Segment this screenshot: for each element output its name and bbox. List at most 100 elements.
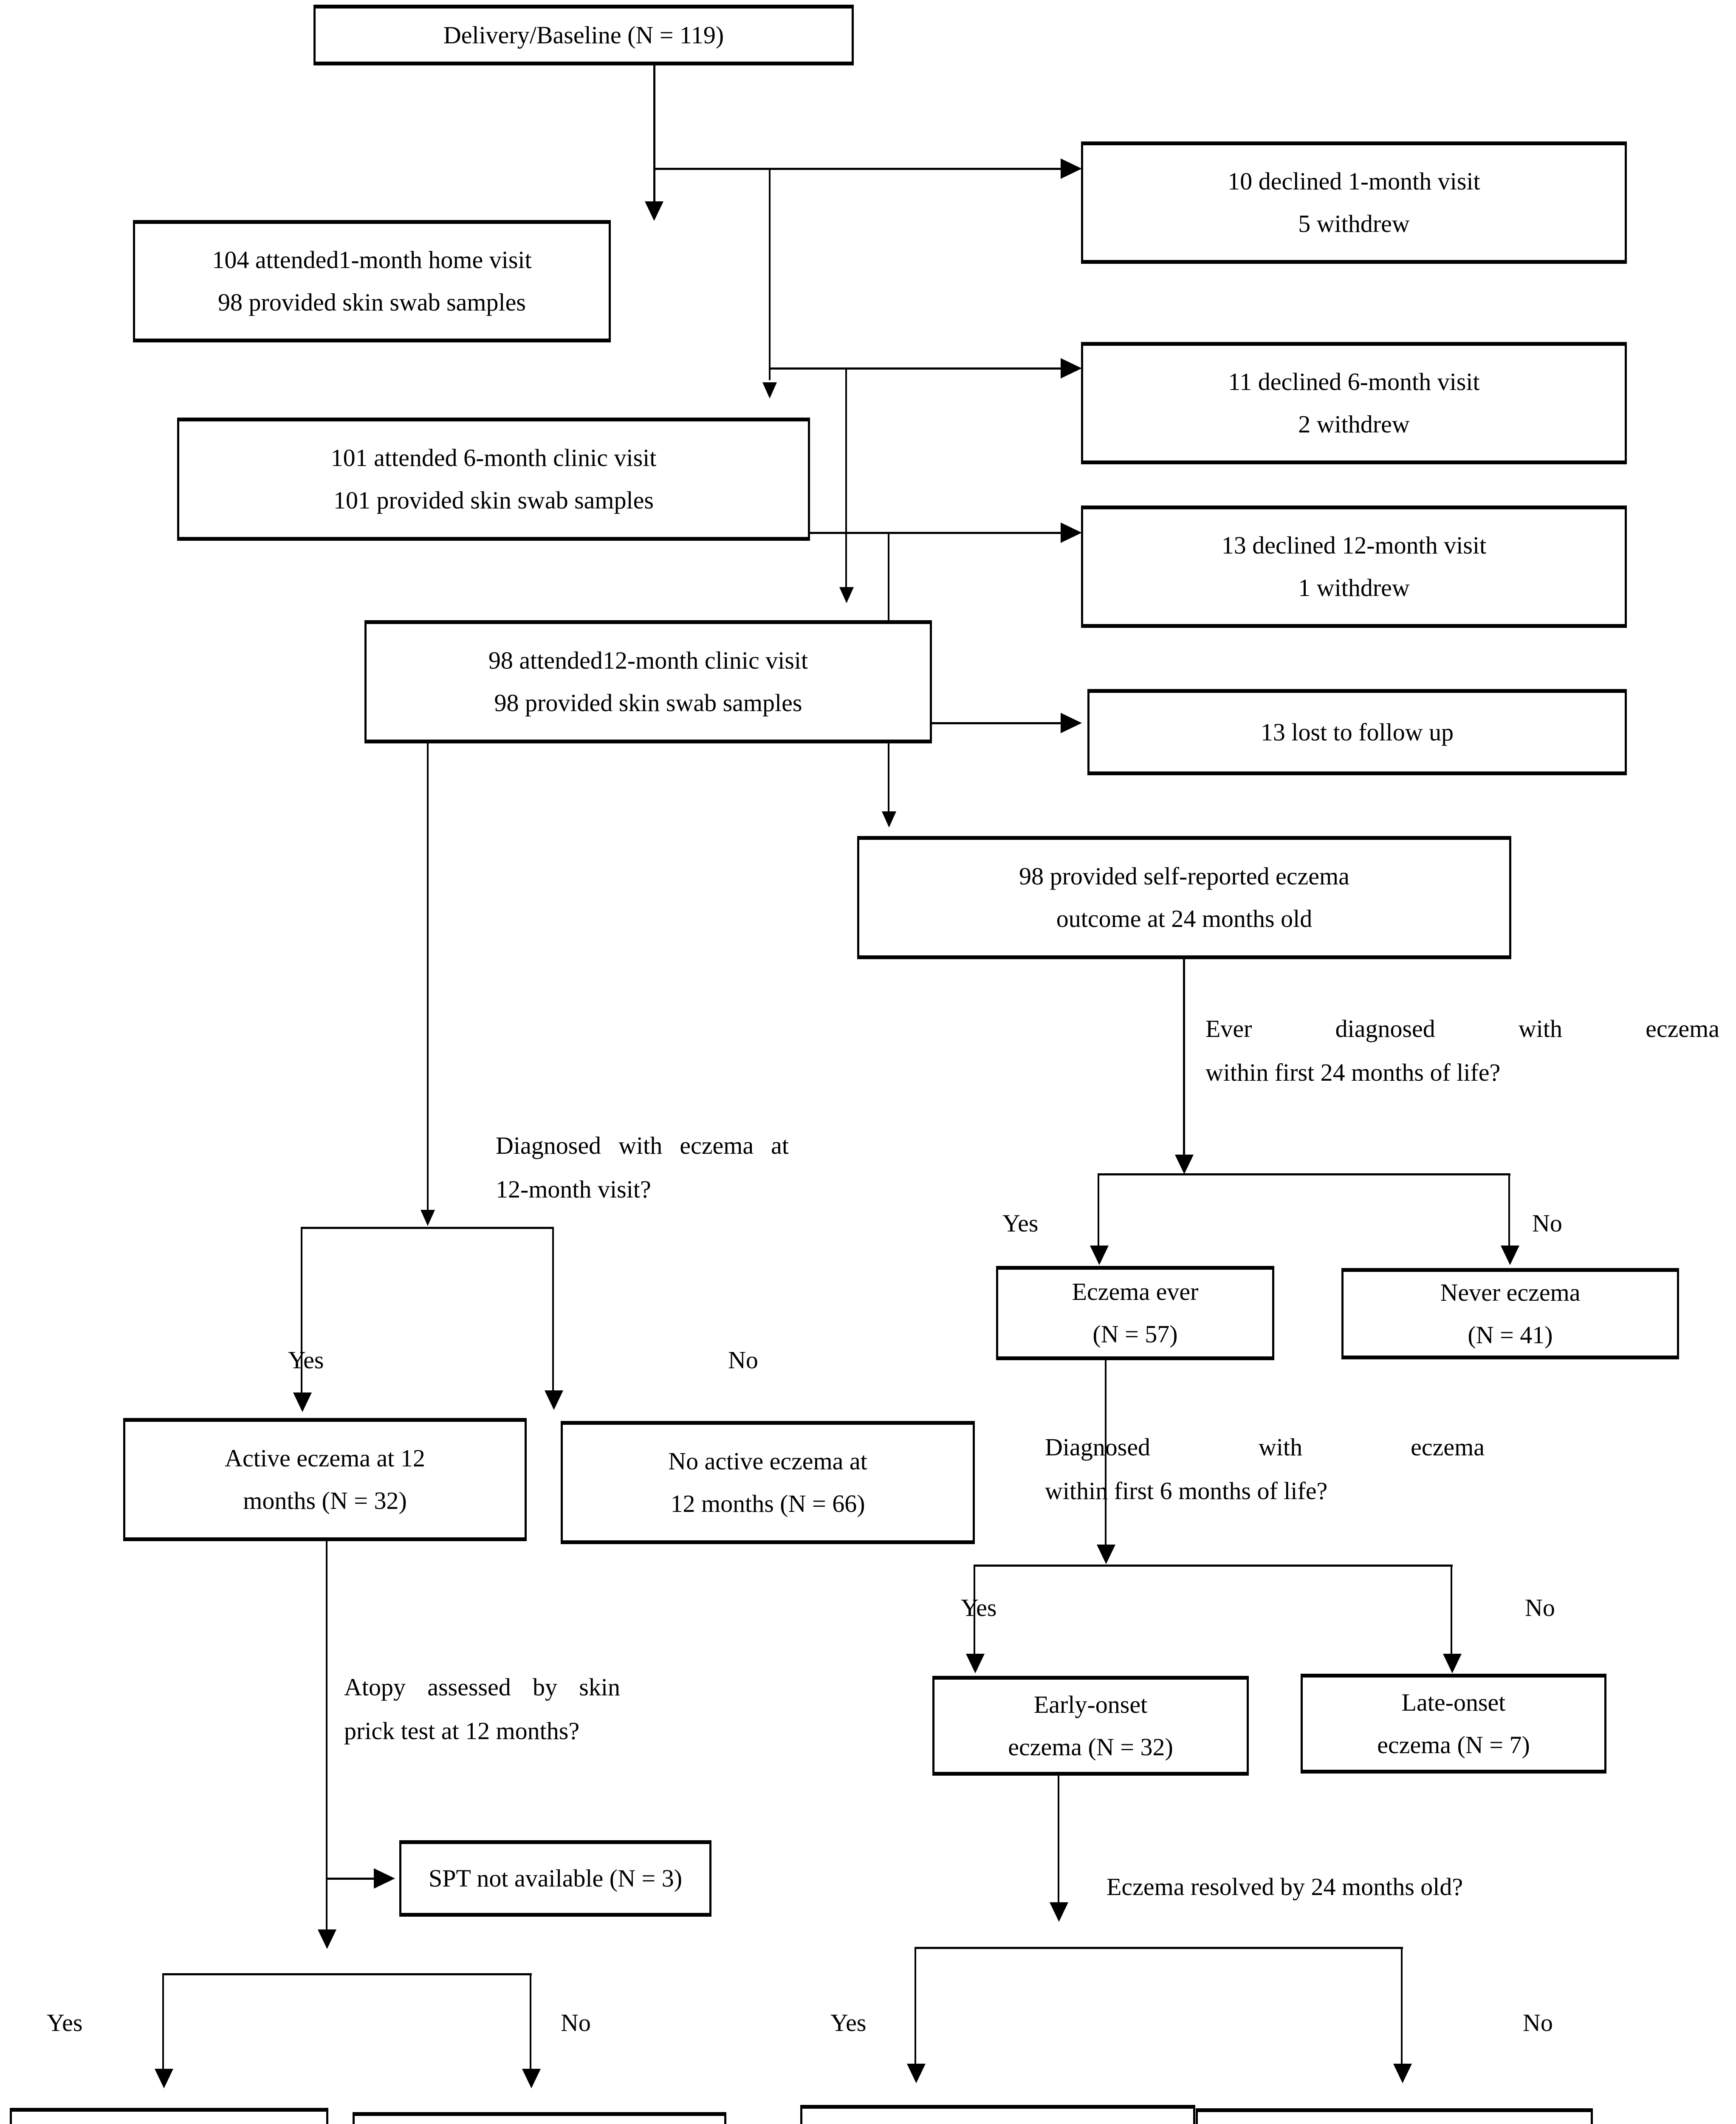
box-attended-12-month-line-1: 98 attended12-month clinic visit bbox=[488, 647, 808, 675]
arrow-active-to-atopy-fork bbox=[318, 1929, 336, 1949]
box-delivery-baseline: Delivery/Baseline (N = 119) bbox=[313, 5, 854, 65]
arrow-within6-yes bbox=[966, 1654, 985, 1673]
box-active-eczema-12-months: Active eczema at 12 months (N = 32) bbox=[123, 1418, 527, 1541]
question-eczema-resolved-24-months: Eczema resolved by 24 months old? bbox=[1107, 1865, 1659, 1909]
box-early-onset-eczema-line-1: Early-onset bbox=[1033, 1690, 1148, 1718]
question-diagnosed-within-6-months-line-2: within first 6 months of life? bbox=[1045, 1477, 1328, 1505]
connector-within6-yes-stem bbox=[974, 1565, 975, 1656]
box-self-reported-24-month: 98 provided self-reported eczema outcome… bbox=[857, 836, 1511, 959]
arrow-to-lost-follow-up bbox=[1061, 713, 1082, 733]
connector-active-eczema-down bbox=[326, 1541, 327, 1932]
connector-atopy-no-stem bbox=[530, 1973, 531, 2071]
branch-label-within6-yes: Yes bbox=[961, 1594, 997, 1621]
branch-label-resolved-yes: Yes bbox=[830, 2009, 867, 2036]
box-spt-not-available-line-1: SPT not available (N = 3) bbox=[428, 1864, 683, 1892]
connector-atopy-yes-stem bbox=[162, 1973, 164, 2071]
arrow-baseline-to-1-month bbox=[645, 201, 663, 221]
connector-dx12-no-stem bbox=[552, 1227, 554, 1392]
box-attended-1-month: 104 attended1-month home visit 98 provid… bbox=[133, 220, 611, 342]
box-early-onset-eczema: Early-onset eczema (N = 32) bbox=[932, 1676, 1249, 1776]
box-never-eczema-line-1: Never eczema bbox=[1440, 1278, 1581, 1306]
box-declined-1-month-line-2: 5 withdrew bbox=[1298, 210, 1410, 237]
box-no-active-eczema-12-months-line-2: 12 months (N = 66) bbox=[670, 1490, 865, 1517]
arrow-early-onset-to-resolved-fork bbox=[1050, 1902, 1068, 1922]
box-never-eczema-line-2: (N = 41) bbox=[1468, 1321, 1553, 1349]
connector-resolved-no-stem bbox=[1401, 1947, 1403, 2066]
question-ever-diagnosed-24-months-line-1: Ever diagnosed with eczema bbox=[1205, 1015, 1719, 1042]
arrow-24-month-to-ever-fork bbox=[1175, 1155, 1194, 1174]
box-attended-6-month-line-2: 101 provided skin swab samples bbox=[333, 486, 654, 514]
connector-12-month-down-left bbox=[427, 743, 429, 1213]
connector-6-month-to-declined12 bbox=[810, 532, 1070, 534]
question-ever-diagnosed-24-months: Ever diagnosed with eczema within first … bbox=[1205, 1007, 1719, 1094]
arrow-to-declined-12-month bbox=[1061, 523, 1082, 543]
connector-dx12-yes-stem bbox=[301, 1227, 302, 1395]
arrow-trunk-to-24-month bbox=[882, 811, 896, 828]
box-declined-6-month: 11 declined 6-month visit 2 withdrew bbox=[1081, 342, 1627, 464]
connector-trunk-12-month bbox=[845, 367, 847, 590]
box-eczema-ever: Eczema ever (N = 57) bbox=[996, 1266, 1274, 1360]
box-declined-6-month-line-2: 2 withdrew bbox=[1298, 410, 1410, 438]
box-declined-12-month-line-2: 1 withdrew bbox=[1298, 574, 1410, 602]
question-atopy-skin-prick-test: Atopy assessed by skin prick test at 12 … bbox=[344, 1665, 620, 1753]
box-eczema-ever-line-2: (N = 57) bbox=[1092, 1320, 1178, 1348]
arrow-dx12-yes bbox=[293, 1392, 312, 1412]
branch-label-ever24-yes: Yes bbox=[1002, 1209, 1039, 1237]
box-attended-12-month-line-2: 98 provided skin swab samples bbox=[494, 689, 802, 717]
box-declined-6-month-line-1: 11 declined 6-month visit bbox=[1228, 368, 1480, 396]
connector-1-month-to-declined6 bbox=[769, 367, 1070, 370]
branch-label-resolved-no: No bbox=[1523, 2009, 1553, 2036]
box-attended-6-month-line-1: 101 attended 6-month clinic visit bbox=[330, 444, 657, 472]
box-declined-12-month-line-1: 13 declined 12-month visit bbox=[1221, 531, 1487, 559]
box-no-active-eczema-12-months: No active eczema at 12 months (N = 66) bbox=[561, 1421, 975, 1544]
branch-label-dx12-yes: Yes bbox=[288, 1346, 324, 1374]
connector-resolved-yes-stem bbox=[915, 1947, 916, 2066]
question-diagnosed-12-month-visit-line-1: Diagnosed with eczema at bbox=[496, 1132, 789, 1159]
arrow-dx12-no bbox=[545, 1390, 563, 1410]
box-declined-1-month-line-1: 10 declined 1-month visit bbox=[1228, 167, 1480, 195]
arrow-eczema-ever-to-within6-fork bbox=[1097, 1545, 1115, 1564]
connector-12-month-to-lost bbox=[932, 722, 1072, 724]
question-ever-diagnosed-24-months-line-2: within first 24 months of life? bbox=[1205, 1059, 1501, 1087]
box-lost-to-follow-up: 13 lost to follow up bbox=[1087, 689, 1627, 775]
connector-ever24-split-bar bbox=[1098, 1173, 1510, 1175]
question-atopy-skin-prick-test-line-1: Atopy assessed by skin bbox=[344, 1673, 620, 1701]
box-active-eczema-12-months-line-2: months (N = 32) bbox=[243, 1487, 407, 1514]
branch-label-within6-no: No bbox=[1525, 1594, 1555, 1621]
arrow-trunk-to-6-month bbox=[762, 382, 777, 398]
box-eczema-ever-line-1: Eczema ever bbox=[1072, 1278, 1199, 1306]
connector-baseline-down bbox=[653, 65, 655, 206]
question-atopy-skin-prick-test-line-2: prick test at 12 months? bbox=[344, 1717, 580, 1745]
question-diagnosed-within-6-months: Diagnosed with eczema within first 6 mon… bbox=[1045, 1425, 1485, 1513]
connector-early-onset-down bbox=[1058, 1776, 1059, 1905]
box-spt-not-available: SPT not available (N = 3) bbox=[399, 1840, 711, 1917]
question-diagnosed-12-month-visit: Diagnosed with eczema at 12-month visit? bbox=[496, 1124, 789, 1211]
box-declined-1-month: 10 declined 1-month visit 5 withdrew bbox=[1081, 141, 1627, 264]
box-non-atopic-eczema-phenotype: Non-atopic eczema phenotype (N = 11) bbox=[353, 2112, 726, 2124]
box-lost-to-follow-up-line-1: 13 lost to follow up bbox=[1260, 718, 1454, 746]
box-atopic-eczema-phenotype: Atopic eczema phenotype (N = 18) bbox=[10, 2108, 328, 2124]
arrow-atopy-yes bbox=[155, 2069, 173, 2088]
box-never-eczema: Never eczema (N = 41) bbox=[1341, 1268, 1679, 1359]
connector-trunk-6-month bbox=[769, 168, 771, 380]
question-diagnosed-within-6-months-line-1: Diagnosed with eczema bbox=[1045, 1433, 1485, 1461]
box-attended-1-month-line-1: 104 attended1-month home visit bbox=[212, 246, 532, 274]
connector-24-month-down bbox=[1183, 959, 1185, 1157]
box-early-onset-persistent-phenotype: Early-onset persistent eczema phenotype … bbox=[1196, 2108, 1593, 2124]
box-active-eczema-12-months-line-1: Active eczema at 12 bbox=[225, 1444, 425, 1472]
box-self-reported-24-month-line-1: 98 provided self-reported eczema bbox=[1019, 862, 1349, 890]
branch-label-atopy-yes: Yes bbox=[47, 2009, 83, 2036]
connector-dx12-split-bar bbox=[301, 1227, 553, 1229]
box-declined-12-month: 13 declined 12-month visit 1 withdrew bbox=[1081, 506, 1627, 628]
box-late-onset-eczema-line-2: eczema (N = 7) bbox=[1377, 1731, 1530, 1759]
branch-label-ever24-no: No bbox=[1532, 1209, 1562, 1237]
arrow-resolved-no bbox=[1393, 2064, 1412, 2083]
arrow-ever24-yes bbox=[1090, 1246, 1109, 1265]
box-no-active-eczema-12-months-line-1: No active eczema at bbox=[668, 1447, 867, 1475]
branch-label-atopy-no: No bbox=[561, 2009, 591, 2036]
connector-within6-no-stem bbox=[1451, 1565, 1452, 1656]
arrow-to-declined-1-month bbox=[1061, 158, 1082, 179]
box-self-reported-24-month-line-2: outcome at 24 months old bbox=[1056, 905, 1313, 932]
branch-label-dx12-no: No bbox=[728, 1346, 758, 1374]
connector-active-to-spt bbox=[326, 1878, 381, 1880]
